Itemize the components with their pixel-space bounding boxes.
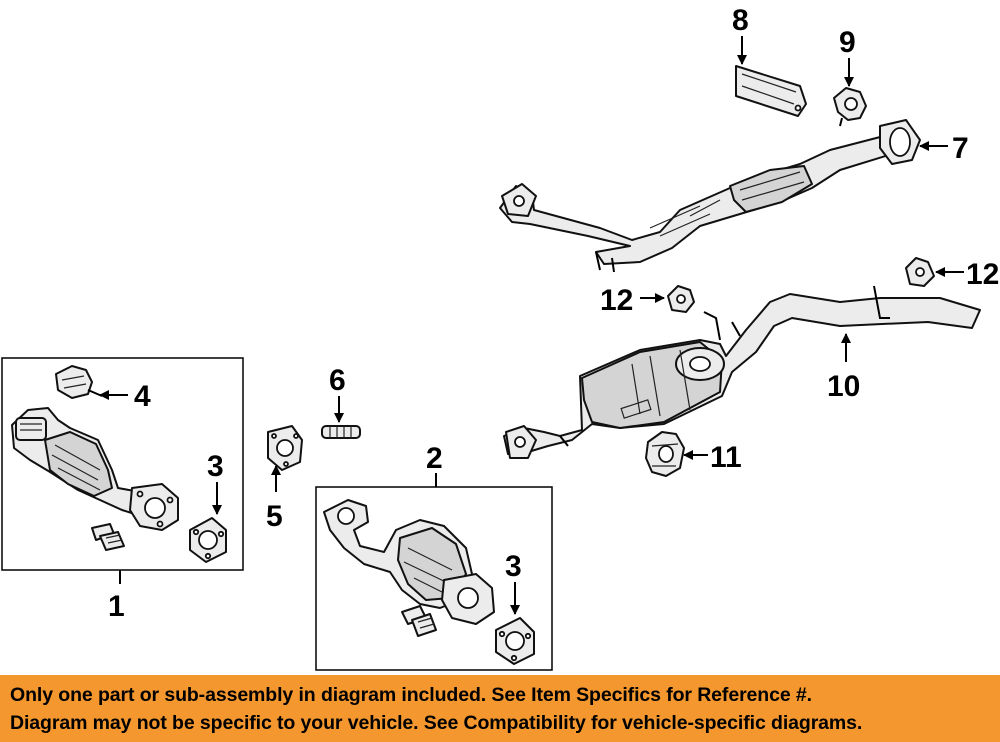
callout-8: 8 <box>732 4 749 37</box>
callout-3b: 3 <box>505 550 522 583</box>
subassembly-1-group <box>1 357 244 584</box>
muffler-tailpipe-10 <box>503 285 981 459</box>
callout-12a: 12 <box>600 284 633 317</box>
catalytic-converter-2 <box>323 499 495 625</box>
bracket-8 <box>735 65 807 117</box>
callout-9: 9 <box>839 26 856 59</box>
callout-7: 7 <box>952 132 969 165</box>
callout-11: 11 <box>710 441 742 474</box>
exhaust-parts-diagram: 1 2 3 3 4 5 6 7 8 9 10 11 12 12 <box>1 4 999 671</box>
notice-line-1: Only one part or sub-assembly in diagram… <box>10 684 812 706</box>
callout-6: 6 <box>329 364 346 397</box>
hanger-bracket-11 <box>645 431 685 477</box>
hanger-9 <box>833 87 867 127</box>
subassembly-1-frame <box>1 357 244 571</box>
callout-5: 5 <box>266 500 283 533</box>
notice-banner: Only one part or sub-assembly in diagram… <box>0 675 1000 742</box>
mounting-bolt-2 <box>401 605 437 637</box>
insulator-12a <box>667 285 695 313</box>
gasket-3b <box>495 617 535 665</box>
notice-line-2: Diagram may not be specific to your vehi… <box>10 712 863 734</box>
callout-1: 1 <box>108 590 125 623</box>
insulator-12b <box>905 257 935 287</box>
callout-2: 2 <box>426 442 443 475</box>
callout-10: 10 <box>827 370 860 403</box>
front-pipe-assembly-7 <box>499 119 921 273</box>
subassembly-2-frame <box>315 486 553 671</box>
catalytic-converter-1 <box>11 407 179 531</box>
heat-shield-4 <box>55 365 103 399</box>
subassembly-2-group <box>315 473 553 671</box>
mounting-bolt-1 <box>91 523 125 551</box>
callout-12b: 12 <box>966 258 999 291</box>
gasket-3a <box>189 517 227 563</box>
callout-3a: 3 <box>207 450 224 483</box>
callout-4: 4 <box>134 380 151 413</box>
gasket-5 <box>267 425 303 471</box>
stud-6 <box>321 425 361 439</box>
